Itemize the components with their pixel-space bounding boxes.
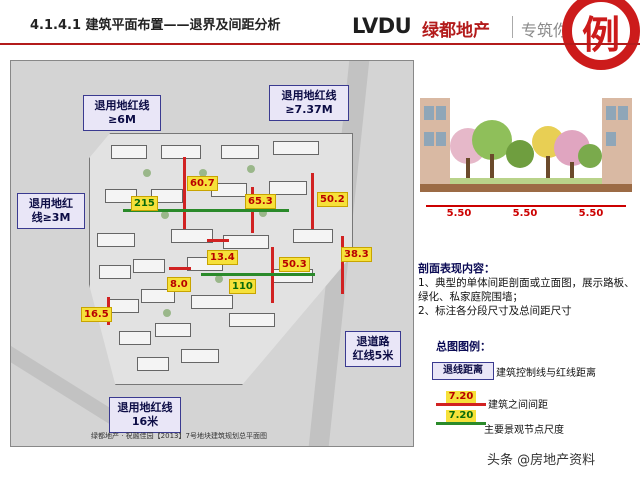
dimension-label: 60.7 xyxy=(187,176,218,191)
tree xyxy=(259,209,267,217)
building xyxy=(97,233,135,247)
spacing-arrow-horizontal xyxy=(207,239,229,242)
building xyxy=(133,259,165,273)
header-divider xyxy=(0,43,640,45)
building xyxy=(181,349,219,363)
building xyxy=(191,295,233,309)
building xyxy=(269,181,307,195)
dimension-label: 50.3 xyxy=(279,257,310,272)
dimension-label: 8.0 xyxy=(167,277,191,292)
building xyxy=(99,265,131,279)
brand-name: 绿都地产 xyxy=(422,21,490,41)
tree xyxy=(215,275,223,283)
dimension-label: 65.3 xyxy=(245,194,276,209)
setback-label-left: 退用地红线≥3M xyxy=(17,193,85,229)
legend-landscape-value: 7.20 xyxy=(446,410,476,422)
section-dimension-line xyxy=(426,205,626,207)
dimension-label: 13.4 xyxy=(207,250,238,265)
example-stamp: 例 xyxy=(562,0,640,70)
legend-setback-text: 建筑控制线与红线距离 xyxy=(496,368,596,379)
setback-label-bottom: 退用地红线16米 xyxy=(109,397,181,433)
section-segment-1: 5.50 xyxy=(446,208,472,219)
tree xyxy=(161,211,169,219)
section-illustration xyxy=(420,92,632,217)
dimension-label: 16.5 xyxy=(81,307,112,322)
building xyxy=(137,357,169,371)
dimension-label: 38.3 xyxy=(341,247,372,262)
description-line: 2、标注各分段尺寸及总间距尺寸 xyxy=(418,305,572,317)
description-title: 剖面表现内容： xyxy=(418,262,495,275)
building xyxy=(107,299,139,313)
legend-green-arrow xyxy=(436,422,486,425)
building xyxy=(161,145,201,159)
header-separator xyxy=(512,16,513,38)
landscape-dimension-label: 110 xyxy=(229,279,256,294)
page-title: 4.1.4.1 建筑平面布置——退界及间距分析 xyxy=(30,18,281,33)
description-line: 1、典型的单体间距剖面或立面图，展示路板、绿化、私家庭院围墙； xyxy=(418,277,635,303)
dimension-label: 50.2 xyxy=(317,192,348,207)
building xyxy=(223,235,269,249)
section-segment-3: 5.50 xyxy=(578,208,604,219)
map-caption: 绿都地产 · 祝融佳园【2013】7号地块建筑规划总平面图 xyxy=(91,432,267,440)
watermark: 头条 @房地产资料 xyxy=(487,453,596,468)
lvdu-logo: LVDU xyxy=(352,14,412,38)
spacing-arrow-vertical xyxy=(311,173,314,229)
legend-spacing-text: 建筑之间间距 xyxy=(488,400,548,411)
setback-label-top-right: 退用地红线≥7.37M xyxy=(269,85,349,121)
tree xyxy=(143,169,151,177)
building xyxy=(155,323,191,337)
building xyxy=(111,145,147,159)
setback-label-top-left: 退用地红线≥6M xyxy=(83,95,161,131)
landscape-dimension-label: 215 xyxy=(131,196,158,211)
tree xyxy=(163,309,171,317)
legend-title: 总图图例： xyxy=(436,340,491,353)
spacing-arrow-horizontal xyxy=(169,267,191,270)
site-plan: 60.7 65.3 50.2 215 13.4 50.3 38.3 8.0 11… xyxy=(10,60,414,447)
tree xyxy=(199,169,207,177)
section-segment-2: 5.50 xyxy=(512,208,538,219)
legend-spacing-value: 7.20 xyxy=(446,391,476,403)
legend-landscape-text: 主要景观节点尺度 xyxy=(484,425,564,436)
building xyxy=(273,141,319,155)
section-description: 剖面表现内容： 1、典型的单体间距剖面或立面图，展示路板、绿化、私家庭院围墙； … xyxy=(418,262,640,318)
building xyxy=(221,145,259,159)
building xyxy=(293,229,333,243)
setback-label-right: 退道路红线5米 xyxy=(345,331,401,367)
building xyxy=(171,229,213,243)
building xyxy=(141,289,175,303)
spacing-arrow-vertical xyxy=(183,157,186,229)
landscape-arrow xyxy=(201,273,315,276)
stamp-character: 例 xyxy=(570,0,632,62)
legend-red-arrow xyxy=(436,403,486,406)
building xyxy=(229,313,275,327)
spacing-arrow-vertical xyxy=(341,236,344,294)
landscape-arrow xyxy=(123,209,289,212)
legend-setback-swatch: 退线距离 xyxy=(432,362,494,380)
building xyxy=(119,331,151,345)
tree xyxy=(247,165,255,173)
brand-slogan: 专筑你 xyxy=(521,21,570,40)
